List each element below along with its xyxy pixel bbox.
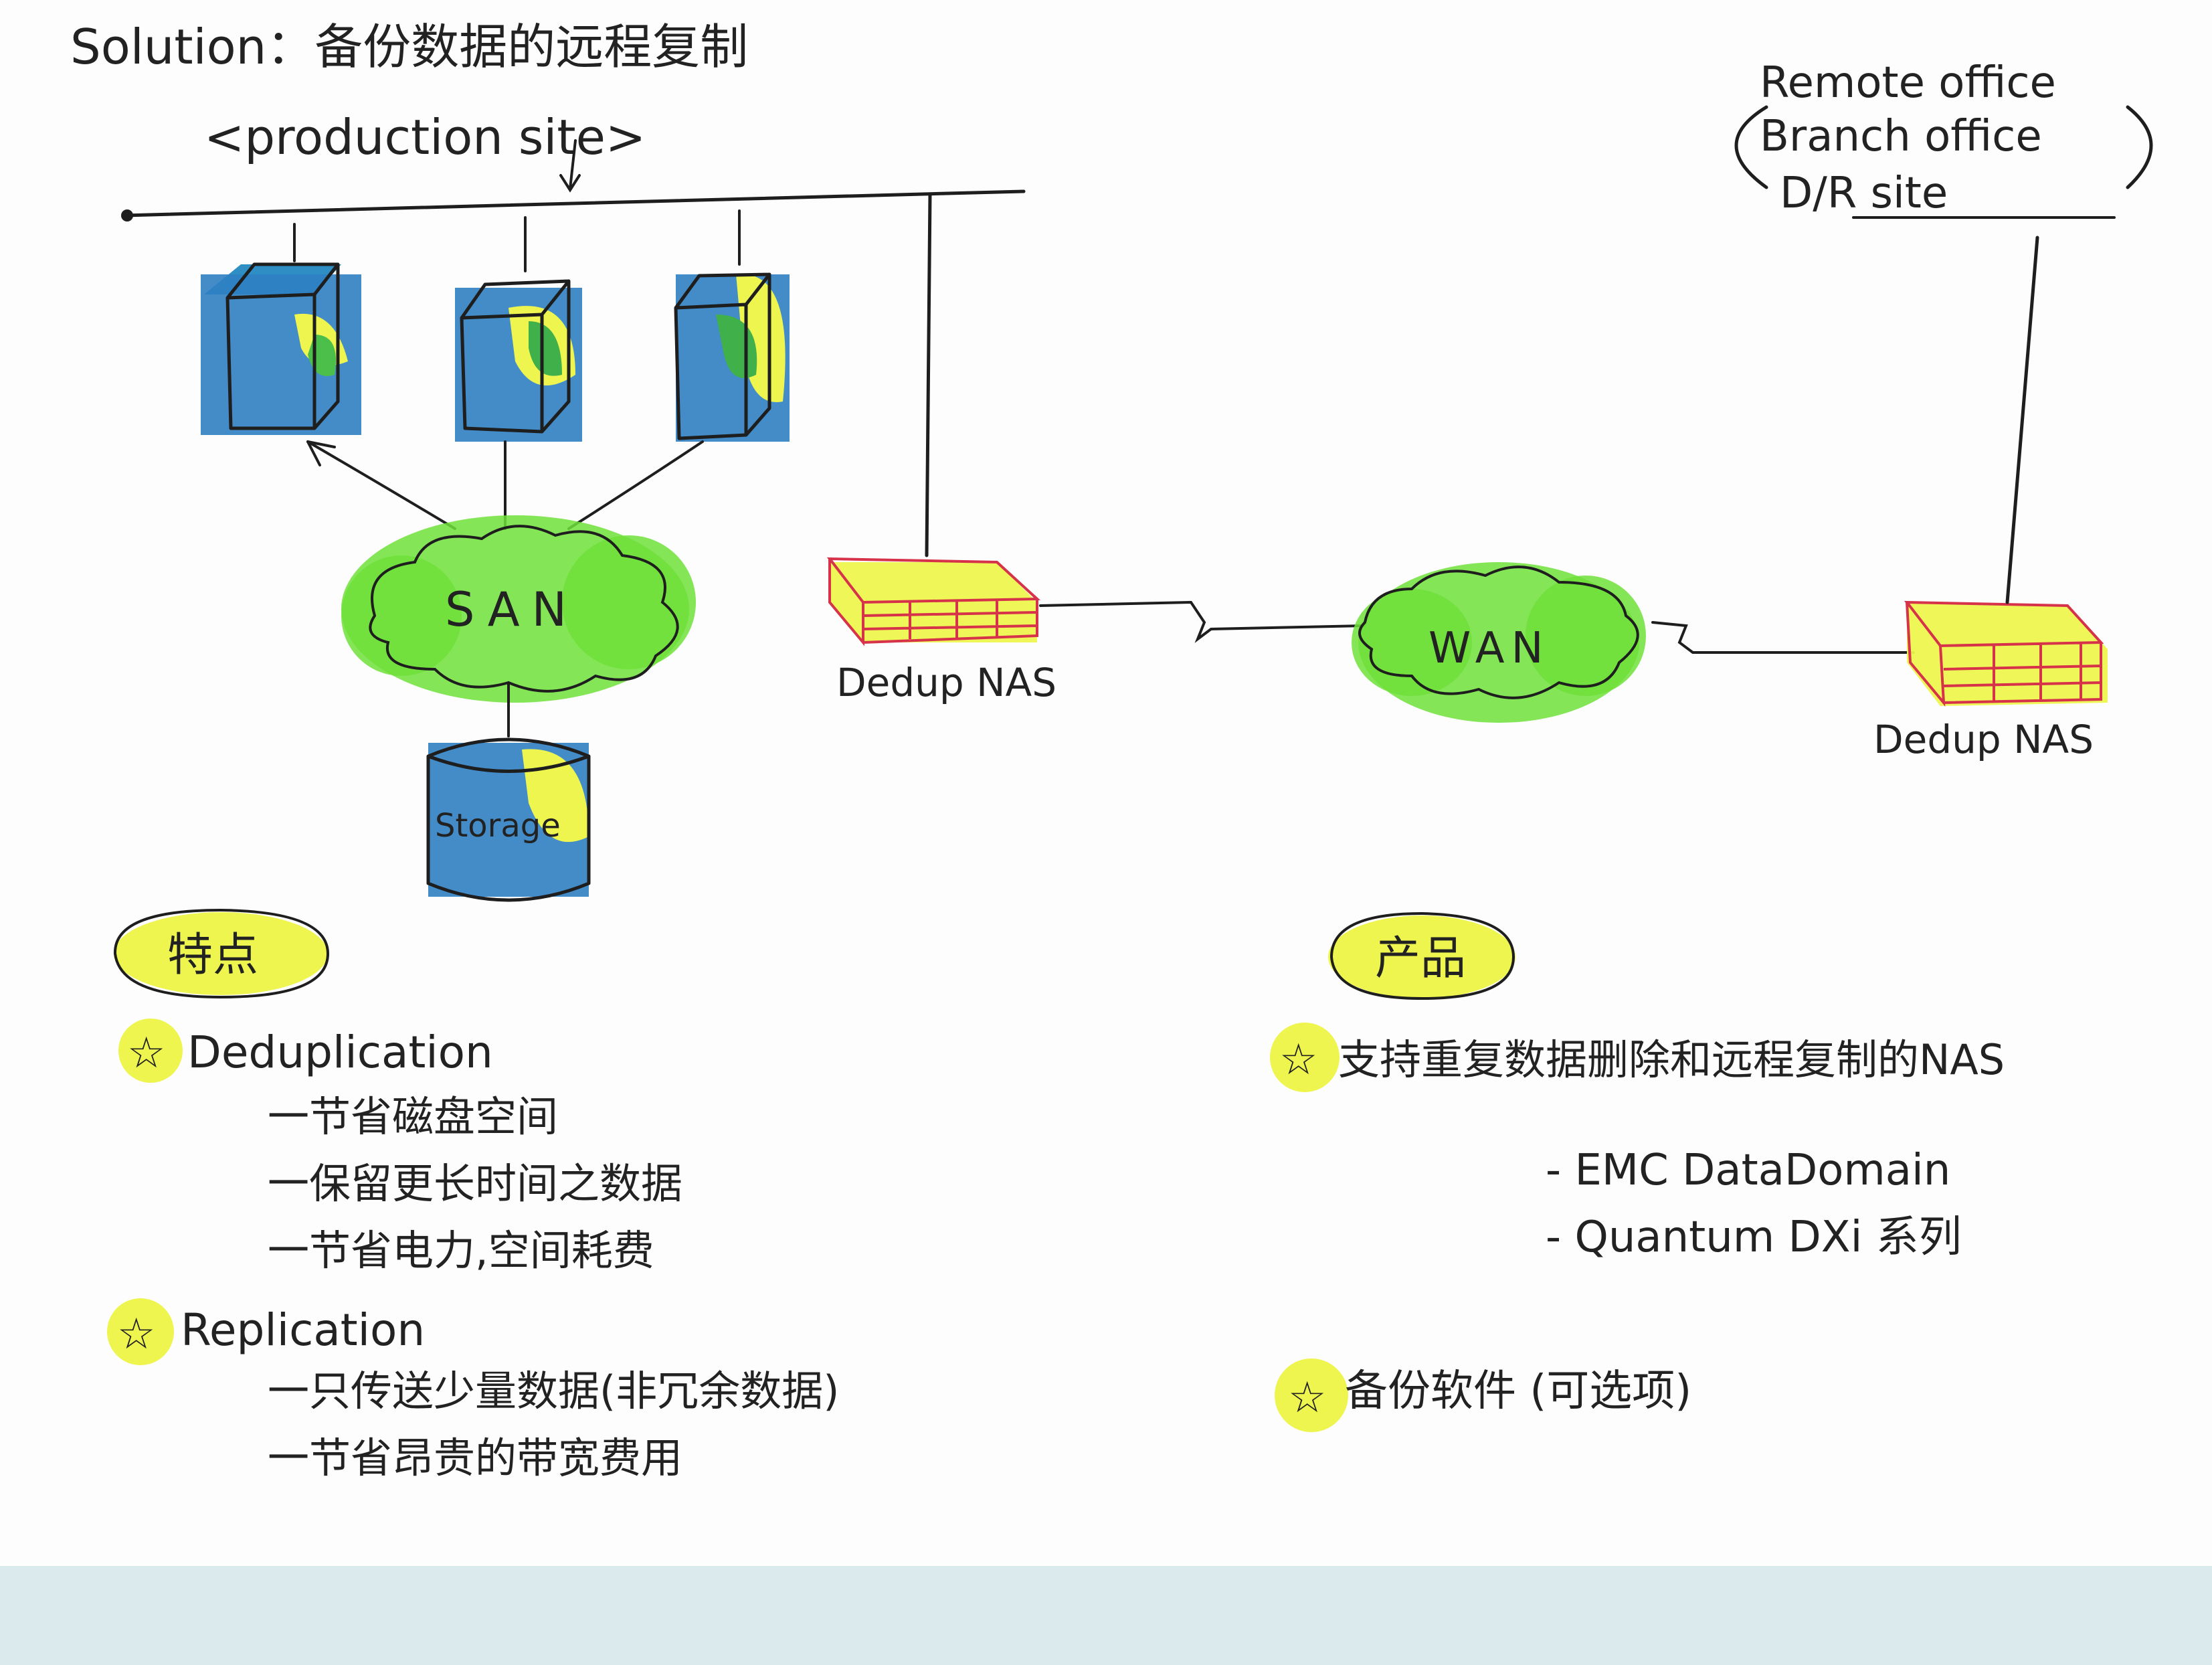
feature1-sub1: 一节省磁盘空间 <box>268 1092 558 1141</box>
feature2-sub2: 一节省昂贵的带宽费用 <box>268 1433 682 1482</box>
feature2-highlight <box>107 1298 174 1365</box>
storage-label: Storage <box>435 807 561 845</box>
san-label: SAN <box>445 582 579 637</box>
bus-to-nas-line <box>925 192 932 557</box>
feature2-label: Replication <box>181 1304 425 1356</box>
remote-site-to-nas-line <box>2005 236 2039 604</box>
feature1-highlight <box>118 1019 183 1083</box>
star-bullet-icon: ☆ <box>1288 1373 1326 1423</box>
star-bullet-icon: ☆ <box>117 1310 155 1359</box>
feature1-sub2: 一保留更长时间之数据 <box>268 1159 682 1208</box>
products-heading: 产品 <box>1375 932 1466 985</box>
san-to-server1-arrow <box>306 440 456 530</box>
product1-label: 支持重复数据删除和远程复制的NAS <box>1338 1035 2005 1084</box>
feature1-sub3: 一节省电力,空间耗费 <box>268 1226 654 1275</box>
product1-sub2: - Quantum DXi 系列 <box>1546 1213 1962 1262</box>
wan-label: WAN <box>1428 624 1550 673</box>
remote-label-line2: Branch office <box>1760 112 2042 161</box>
remote-label-right-bracket <box>2126 105 2153 189</box>
product1-sub1: - EMC DataDomain <box>1546 1146 1950 1195</box>
server-1-icon <box>201 262 361 435</box>
san-to-server3-line <box>567 440 704 530</box>
production-site-label: <production site> <box>204 109 646 165</box>
wan-cloud <box>1352 562 1646 723</box>
remote-label-left-bracket <box>1734 105 1768 189</box>
nas-right-label: Dedup NAS <box>1873 717 2094 762</box>
dedup-nas-right-icon <box>1904 600 2108 707</box>
san-cloud <box>341 515 696 703</box>
nas-to-wan-link <box>1039 600 1366 643</box>
dedup-nas-left-icon <box>826 557 1041 646</box>
server-3-icon <box>674 272 790 442</box>
feature2-sub1: 一只传送少量数据(非冗余数据) <box>268 1367 839 1415</box>
star-bullet-icon: ☆ <box>127 1029 165 1078</box>
feature1-label: Deduplication <box>187 1027 493 1078</box>
nas-left-label: Dedup NAS <box>836 660 1056 705</box>
remote-label-line3: D/R site <box>1780 169 1948 218</box>
product2-label: 备份软件 (可选项) <box>1345 1367 1691 1416</box>
products-heading-badge <box>1328 911 1515 1000</box>
product1-highlight <box>1270 1023 1340 1092</box>
remote-label-line1: Remote office <box>1760 58 2056 108</box>
storage-icon <box>426 737 591 902</box>
features-heading: 特点 <box>167 929 258 982</box>
production-site-arrow <box>559 139 581 193</box>
star-bullet-icon: ☆ <box>1279 1035 1317 1085</box>
server-2-icon <box>455 279 582 442</box>
diagram-title: Solution：备份数据的远程复制 <box>70 19 748 75</box>
wan-to-nas-link <box>1651 621 1915 654</box>
features-heading-badge <box>113 908 330 999</box>
bus-endpoint <box>121 209 133 222</box>
scan-edge-strip <box>0 1566 2212 1665</box>
product2-highlight <box>1275 1359 1348 1432</box>
production-network-line <box>122 189 1026 217</box>
